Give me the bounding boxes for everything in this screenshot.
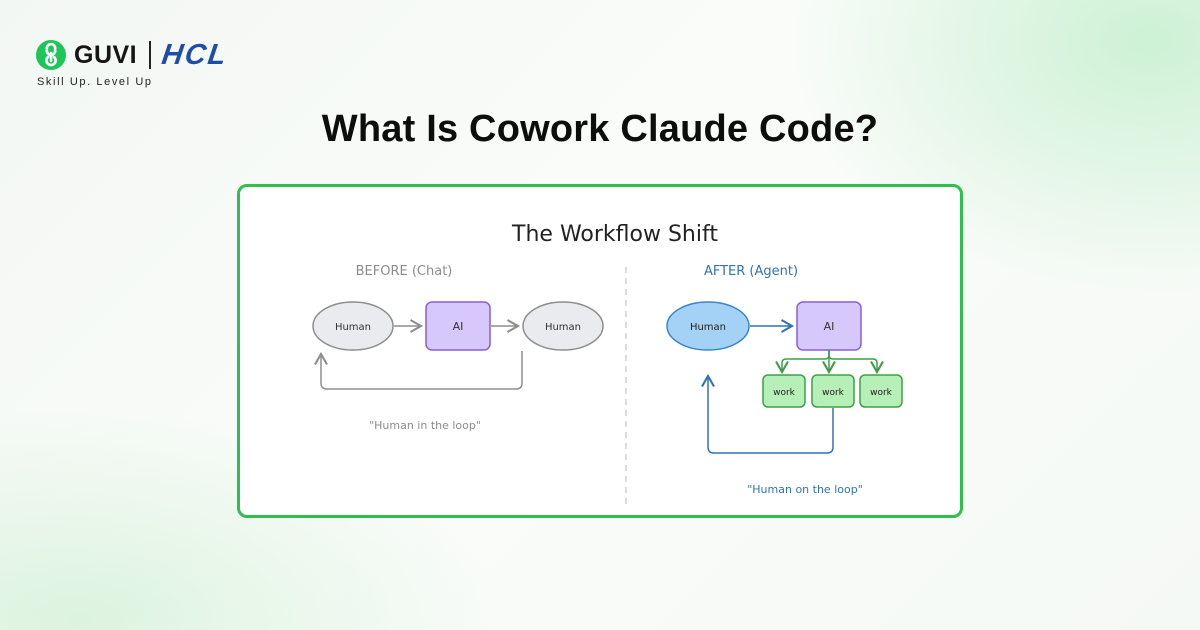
before-loop-arrow xyxy=(314,351,523,390)
page-title: What Is Cowork Claude Code? xyxy=(321,108,879,150)
after-work-label-1: work xyxy=(773,388,796,398)
after-loop-arrow xyxy=(701,373,834,454)
after-arrow-ai-to-work-1 xyxy=(775,350,830,375)
after-work-label-2: work xyxy=(822,388,845,398)
after-human-node xyxy=(666,301,750,351)
guvi-logo-icon xyxy=(36,40,66,70)
hcl-wordmark: HCL xyxy=(159,38,230,71)
before-ai-node xyxy=(425,301,491,351)
after-work-node-2 xyxy=(811,374,855,408)
before-section: BEFORE (Chat) Human AI Human "Human in t… xyxy=(312,264,604,432)
before-caption: "Human in the loop" xyxy=(369,419,481,432)
logo-divider xyxy=(149,41,151,69)
diagram-title: The Workflow Shift xyxy=(511,222,718,247)
workflow-diagram: The Workflow Shift BEFORE (Chat) Human A… xyxy=(312,222,903,509)
after-section: AFTER (Agent) Human AI work work work "H… xyxy=(666,264,903,496)
before-heading: BEFORE (Chat) xyxy=(356,264,453,279)
after-human-label: Human xyxy=(690,322,726,333)
before-human-end-node xyxy=(522,301,604,351)
after-work-node-1 xyxy=(762,374,806,408)
after-ai-label: AI xyxy=(824,320,835,333)
after-work-node-3 xyxy=(859,374,903,408)
guvi-wordmark: GUVI xyxy=(74,40,138,69)
before-human-start-label: Human xyxy=(335,322,371,333)
after-heading: AFTER (Agent) xyxy=(704,264,798,279)
after-arrow-ai-to-work-3 xyxy=(828,350,884,375)
brand-logo[interactable]: GUVI HCL Skill Up. Level Up xyxy=(36,38,230,88)
after-work-label-3: work xyxy=(870,388,893,398)
before-human-start-node xyxy=(312,301,394,351)
brand-tagline: Skill Up. Level Up xyxy=(37,76,153,88)
before-human-end-label: Human xyxy=(545,322,581,333)
after-caption: "Human on the loop" xyxy=(747,483,863,496)
before-ai-label: AI xyxy=(453,320,464,333)
diagram-card: The Workflow Shift BEFORE (Chat) Human A… xyxy=(237,184,963,518)
